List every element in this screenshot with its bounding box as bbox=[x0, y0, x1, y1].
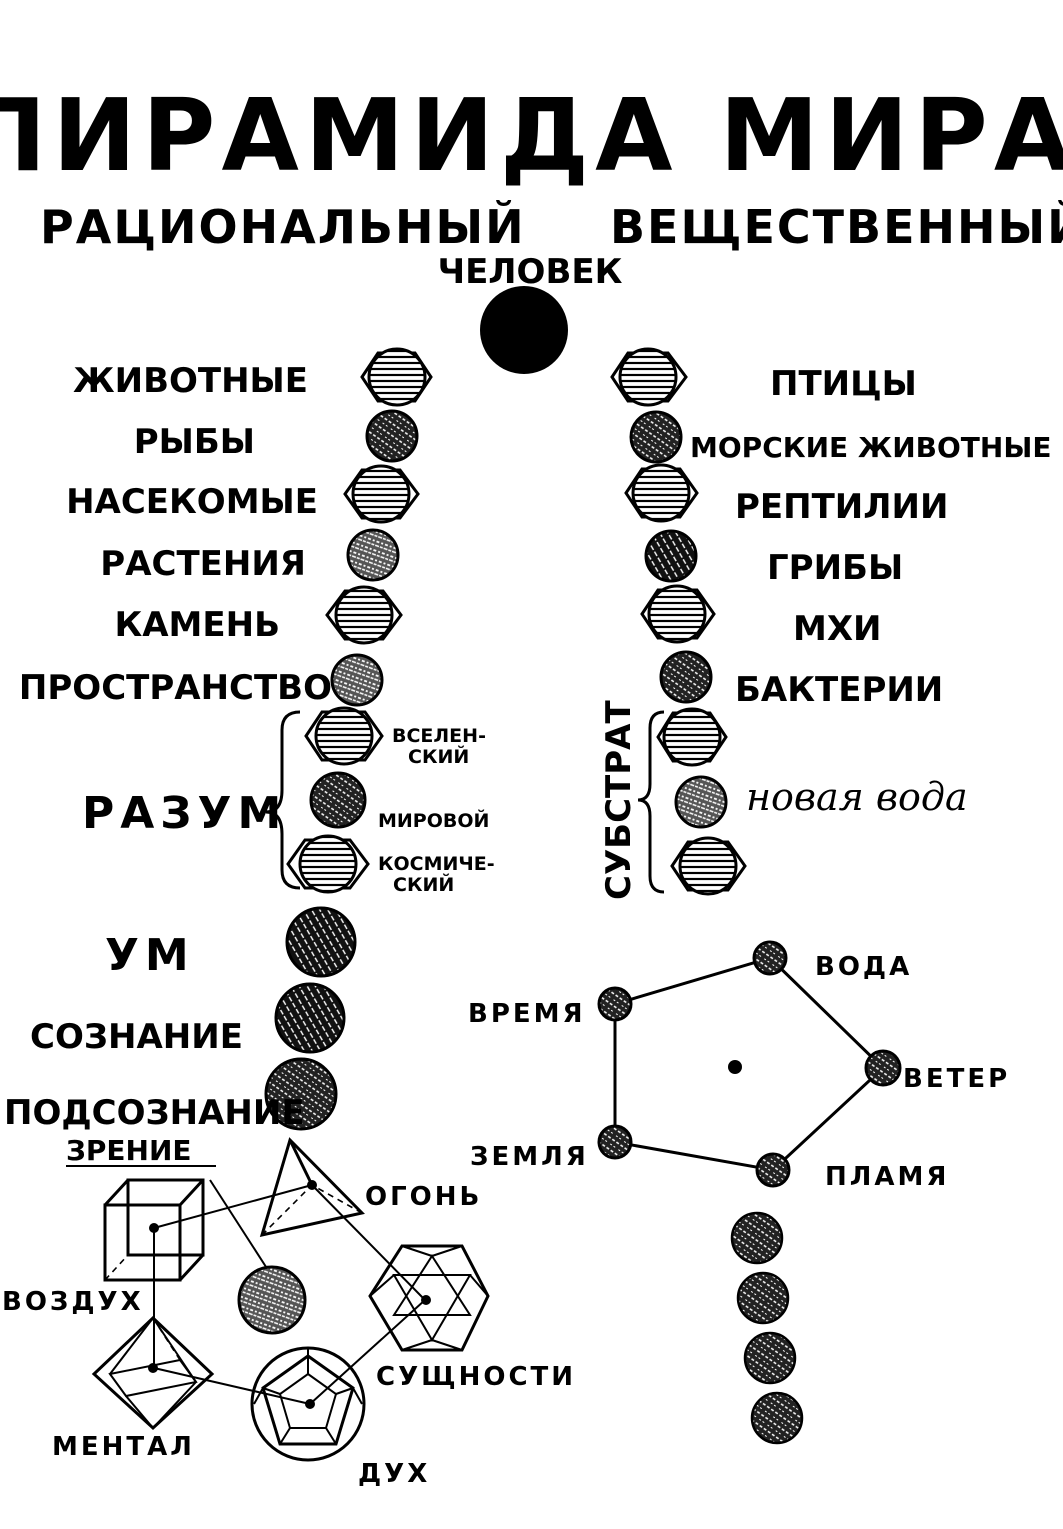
solid-label-air: ВОЗДУХ bbox=[2, 1287, 144, 1317]
node-bottom-1 bbox=[730, 1211, 784, 1265]
pentagon-center bbox=[728, 1060, 742, 1074]
dodecahedron-solid bbox=[250, 1346, 366, 1462]
column-label-left: РАЦИОНАЛЬНЫЙ bbox=[40, 200, 526, 254]
razum-group: РАЗУМ ВСЕЛЕН- СКИЙ МИРОВОЙ КОСМИЧЕ- СКИЙ bbox=[82, 706, 495, 896]
column-label-right: ВЕЩЕСТВЕННЫЙ bbox=[610, 200, 1063, 254]
node-bacteria bbox=[659, 650, 713, 704]
cube-solid bbox=[103, 1178, 205, 1282]
level-label-plants: РАСТЕНИЯ bbox=[100, 544, 306, 584]
element-label-earth: ЗЕМЛЯ bbox=[470, 1142, 589, 1172]
razum-sub-world: МИРОВОЙ bbox=[378, 809, 489, 832]
level-label-birds: ПТИЦЫ bbox=[770, 364, 917, 404]
level-label-insects: НАСЕКОМЫЕ bbox=[66, 482, 318, 522]
zrenie-label: ЗРЕНИЕ bbox=[66, 1134, 192, 1167]
level-label-sea-animals: МОРСКИЕ ЖИВОТНЫЕ bbox=[690, 431, 1051, 464]
icosahedron-solid bbox=[368, 1244, 490, 1352]
level-label-stone: КАМЕНЬ bbox=[114, 605, 280, 645]
level-label-animals: ЖИВОТНЫЕ bbox=[73, 361, 308, 401]
node-razum-cosmic bbox=[286, 834, 370, 894]
element-label-flame: ПЛАМЯ bbox=[825, 1162, 949, 1192]
element-label-wind: ВЕТЕР bbox=[903, 1064, 1010, 1094]
node-insects bbox=[343, 464, 420, 524]
pentagon-outline bbox=[613, 956, 886, 1172]
solid-label-essences: СУЩНОСТИ bbox=[376, 1362, 576, 1392]
node-water bbox=[752, 940, 788, 976]
level-label-mosses: МХИ bbox=[793, 609, 882, 649]
element-label-time: ВРЕМЯ bbox=[468, 999, 586, 1029]
razum-sub-universal-1: ВСЕЛЕН- bbox=[392, 725, 486, 747]
elements-pentagon: ВОДА ВРЕМЯ ВЕТЕР ЗЕМЛЯ ПЛАМЯ bbox=[468, 940, 1010, 1192]
node-substrat-1 bbox=[656, 707, 728, 767]
element-label-water: ВОДА bbox=[815, 952, 912, 982]
substrat-note: новая вода bbox=[746, 775, 968, 819]
left-column-nodes bbox=[325, 347, 433, 707]
diagram-title: ПИРАМИДА МИРА bbox=[0, 77, 1063, 194]
razum-sub-universal-2: СКИЙ bbox=[408, 745, 469, 768]
subconscious-label: ПОДСОЗНАНИЕ bbox=[4, 1093, 305, 1133]
node-stone bbox=[325, 585, 403, 645]
node-consciousness bbox=[274, 982, 346, 1054]
node-bottom-4 bbox=[750, 1391, 804, 1445]
substrat-brace bbox=[637, 710, 665, 894]
node-flame bbox=[755, 1152, 791, 1188]
solid-label-spirit: ДУХ bbox=[358, 1459, 430, 1489]
node-zrenie-center bbox=[237, 1265, 307, 1335]
node-fungi bbox=[644, 529, 698, 583]
razum-brace bbox=[265, 710, 301, 890]
node-plants bbox=[346, 528, 400, 582]
level-label-bacteria: БАКТЕРИИ bbox=[735, 670, 943, 710]
substrat-group: СУБСТРАТ новая вода bbox=[599, 700, 968, 900]
solid-label-mental: МЕНТАЛ bbox=[52, 1432, 195, 1462]
substrat-label: СУБСТРАТ bbox=[599, 700, 639, 900]
bottom-right-nodes bbox=[730, 1211, 804, 1445]
node-razum-universal bbox=[304, 706, 384, 766]
tetrahedron-solid bbox=[259, 1137, 365, 1238]
razum-sub-cosmic-1: КОСМИЧЕ- bbox=[378, 853, 495, 875]
node-razum-world bbox=[309, 771, 367, 829]
node-fish bbox=[365, 409, 419, 463]
solid-label-fire: ОГОНЬ bbox=[365, 1182, 482, 1212]
node-mosses bbox=[640, 584, 716, 644]
consciousness-label: СОЗНАНИЕ bbox=[30, 1017, 243, 1057]
node-bottom-3 bbox=[743, 1331, 797, 1385]
node-subconscious bbox=[264, 1057, 338, 1131]
node-sea-animals bbox=[629, 410, 683, 464]
apex-label: ЧЕЛОВЕК bbox=[438, 252, 623, 292]
node-reptiles bbox=[624, 463, 699, 523]
node-substrat-2 bbox=[674, 775, 728, 829]
razum-label: РАЗУМ bbox=[82, 788, 287, 839]
level-label-reptiles: РЕПТИЛИИ bbox=[735, 487, 948, 527]
node-substrat-3 bbox=[670, 836, 747, 896]
apex-node bbox=[480, 286, 568, 374]
node-bottom-2 bbox=[736, 1271, 790, 1325]
mind-label: УМ bbox=[105, 930, 195, 981]
level-label-fungi: ГРИБЫ bbox=[767, 548, 903, 588]
node-earth bbox=[597, 1124, 633, 1160]
node-animals bbox=[360, 347, 433, 407]
level-label-fish: РЫБЫ bbox=[134, 422, 255, 462]
node-time bbox=[597, 986, 633, 1022]
octahedron-solid bbox=[91, 1315, 215, 1431]
node-birds bbox=[610, 347, 688, 407]
node-wind bbox=[864, 1049, 902, 1087]
level-label-space: ПРОСТРАНСТВО bbox=[19, 668, 332, 708]
razum-sub-cosmic-2: СКИЙ bbox=[393, 873, 454, 896]
node-mind bbox=[285, 906, 357, 978]
node-space bbox=[330, 653, 384, 707]
right-column-nodes bbox=[610, 347, 716, 704]
